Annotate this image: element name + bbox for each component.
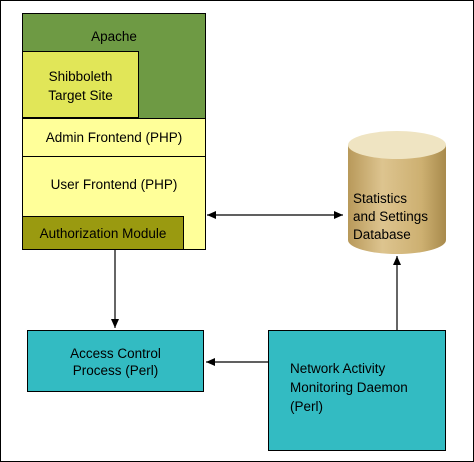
access-control-process: Access Control Process (Perl) [27,330,204,392]
database-cylinder-icon [348,131,446,254]
monitoring-line-3: (Perl) [290,399,323,414]
shibboleth-line-2: Target Site [48,88,113,103]
database-line-2: and Settings [353,209,429,224]
monitoring-line-1: Network Activity [290,361,386,376]
monitoring-daemon: Network Activity Monitoring Daemon (Perl… [268,330,446,451]
access-control-line-1: Access Control [70,346,161,361]
admin-frontend-label: Admin Frontend (PHP) [45,130,183,145]
authorization-module: Authorization Module [22,216,184,250]
authorization-module-label: Authorization Module [39,226,167,241]
admin-frontend: Admin Frontend (PHP) [22,118,206,157]
database-line-3: Database [353,227,411,242]
monitoring-line-2: Monitoring Daemon [290,380,408,395]
apache-label: Apache [91,29,137,44]
shibboleth-line-1: Shibboleth [48,69,113,84]
shibboleth-target-site: Shibboleth Target Site [22,51,139,118]
access-control-line-2: Process (Perl) [72,363,159,378]
user-frontend-label: User Frontend (PHP) [50,177,178,192]
database-line-1: Statistics [353,191,408,206]
